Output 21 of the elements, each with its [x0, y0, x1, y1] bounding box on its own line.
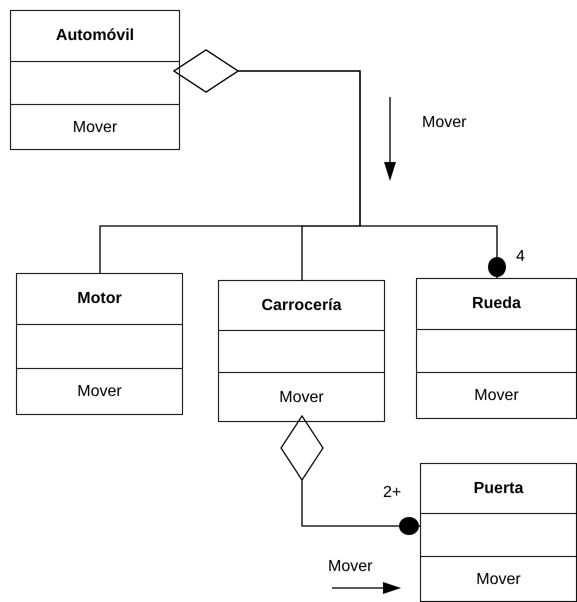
class-box: [10, 10, 180, 150]
class-box: [218, 280, 385, 422]
method-name: Mover: [72, 118, 118, 137]
method-name: Mover: [474, 386, 519, 405]
class-name: Rueda: [472, 294, 521, 313]
class-name: Carrocería: [261, 296, 342, 315]
method-name: Mover: [77, 382, 122, 401]
multiplicity-label: 4: [516, 248, 525, 266]
class-box: [416, 278, 577, 419]
class-box: [16, 273, 183, 415]
multiplicity-label: 2+: [383, 484, 402, 502]
method-name: Mover: [476, 570, 521, 589]
aggregation-line: [280, 415, 420, 535]
class-name: Automóvil: [56, 26, 134, 45]
aggregation-line: [173, 49, 506, 278]
class-name: Motor: [77, 290, 122, 308]
message-label: Mover: [422, 114, 466, 132]
class-box: [420, 463, 577, 602]
method-name: Mover: [279, 388, 324, 407]
message-label: Mover: [328, 558, 372, 576]
class-name: Puerta: [474, 480, 524, 498]
